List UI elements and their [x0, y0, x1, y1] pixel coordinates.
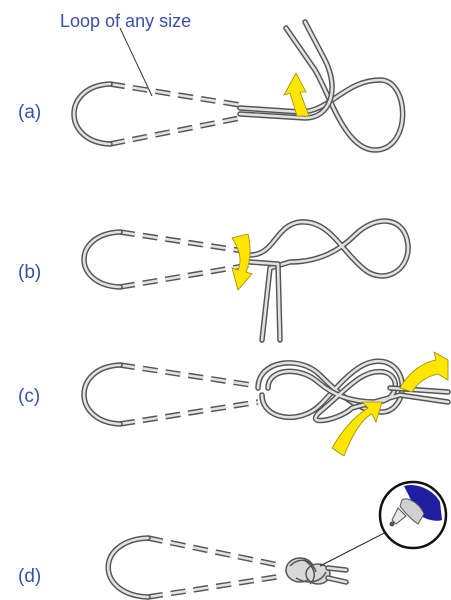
step-label-c: (c) [18, 386, 40, 407]
rope-figure-eight-a [237, 19, 406, 153]
rope-loop-d [105, 535, 284, 600]
panel-b: (b) [18, 218, 411, 343]
loop-annotation-label: Loop of any size [60, 11, 191, 31]
rope-figure-eight-b [247, 218, 411, 343]
rope-loop-a [71, 81, 241, 147]
direction-arrow-icon [283, 72, 310, 117]
panel-d: (d) [18, 480, 448, 600]
step-label-d: (d) [18, 566, 41, 587]
glue-bottle-icon [378, 480, 448, 550]
step-label-a: (a) [18, 102, 41, 123]
annotation-leader-line [119, 27, 153, 97]
rope-loop-b [81, 229, 251, 290]
tightened-knot [285, 557, 349, 585]
rope-loop-c [81, 362, 259, 427]
panel-a: (a) [18, 19, 406, 153]
direction-arrow-icon [399, 351, 449, 393]
direction-arrow-icon [331, 401, 383, 457]
panel-c: (c) [18, 351, 451, 457]
direction-arrow-icon [231, 233, 253, 291]
step-label-b: (b) [18, 262, 41, 283]
